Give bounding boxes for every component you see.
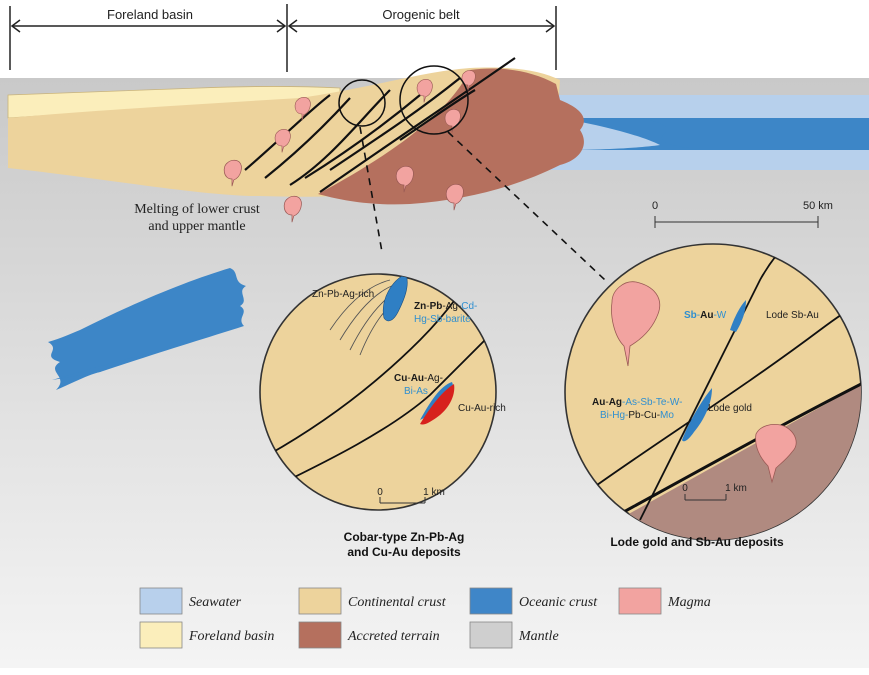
cobar-assemblage-1: Zn-Pb-Ag-Cd- [414,301,477,312]
cobar-caption-2: and Cu-Au deposits [347,545,461,559]
cobar-scale-start: 0 [377,487,383,498]
legend-swatch [470,588,512,614]
lode-sb-au-label: Lode Sb-Au [766,310,819,321]
legend-swatch [140,588,182,614]
legend-label: Magma [667,595,711,610]
cobar-assemblage-1-run: Cd- [461,301,477,312]
lode-scale-end: 1 km [725,483,747,494]
lode-sb-au-w-run: Sb [684,310,697,321]
cobar-assemblage-1-run: Zn [414,301,426,312]
cobar-assemblage-2-run: -Ag- [424,373,443,384]
lode-assemblage-1-run: -As-Sb-Te-W- [622,397,682,408]
legend-label: Accreted terrain [347,629,440,644]
cobar-assemblage-2-run: Cu [394,373,407,384]
legend-swatch [140,622,182,648]
legend-label: Mantle [518,629,559,644]
legend-swatch [619,588,661,614]
legend-label: Continental crust [348,595,447,610]
melting-label-2: and upper mantle [148,219,245,234]
lode-sb-au-w-label: Sb-Au-W [684,310,727,321]
lode-sb-au-w-run: -W [713,310,726,321]
legend-label: Seawater [189,595,242,610]
scale-end: 50 km [803,200,833,212]
header-brackets [10,4,556,72]
lode-assemblage-1-run: Ag [609,397,622,408]
legend-label: Oceanic crust [519,595,598,610]
lode-assemblage-2-run: Bi-Hg- [600,410,628,421]
lode-assemblage-1-run: Au [592,397,605,408]
lode-assemblage-2-run: Mo [660,410,674,421]
cobar-assemblage-2-run: Au [411,373,424,384]
cu-au-rich-label: Cu-Au-rich [458,403,506,414]
cobar-assemblage-2: Cu-Au-Ag- [394,373,443,384]
foreland-basin-label: Foreland basin [107,7,193,22]
zn-pb-ag-rich-label: Zn-Pb-Ag-rich [312,289,374,300]
legend-swatch [299,622,341,648]
lode-assemblage-1: Au-Ag-As-Sb-Te-W- [592,397,682,408]
lode-sb-au-w-run: Au [700,310,713,321]
cobar-caption-1: Cobar-type Zn-Pb-Ag [344,530,465,544]
cobar-assemblage-1-run: -Ag- [442,301,461,312]
lode-gold-label: Lode gold [708,403,752,414]
legend-label: Foreland basin [188,629,274,644]
cobar-assemblage-2-line2: Bi-As [404,386,428,397]
legend-swatch [299,588,341,614]
lode-scale-start: 0 [682,483,688,494]
legend-swatch [470,622,512,648]
cobar-scale-end: 1 km [423,487,445,498]
cobar-assemblage-1-line2: Hg-Sb-barite [414,314,471,325]
scale-start: 0 [652,200,658,212]
lode-caption: Lode gold and Sb-Au deposits [610,535,784,549]
cobar-assemblage-1-run: Pb [430,301,443,312]
orogenic-belt-label: Orogenic belt [382,7,460,22]
lode-assemblage-2: Bi-Hg-Pb-Cu-Mo [600,410,674,421]
lode-assemblage-2-run: Pb-Cu- [628,410,660,421]
melting-label: Melting of lower crust [134,202,260,217]
